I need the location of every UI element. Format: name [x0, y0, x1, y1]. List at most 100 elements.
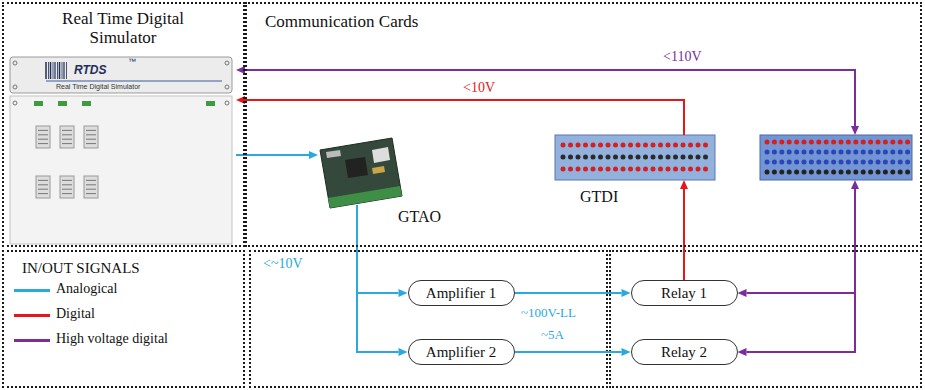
- drawing-circle: [772, 140, 777, 145]
- drawing-circle: [905, 140, 910, 145]
- drawing-circle: [876, 160, 881, 165]
- drawing-circle: [636, 167, 641, 172]
- drawing-g: [36, 126, 98, 198]
- drawing-circle: [673, 155, 678, 160]
- drawing-circle: [628, 155, 633, 160]
- drawing-line: [62, 62, 63, 79]
- signal-connector: [680, 180, 688, 280]
- drawing-circle: [772, 170, 777, 175]
- voltage-label: <~10V: [262, 256, 304, 272]
- drawing-circle: [868, 140, 873, 145]
- drawing-circle: [772, 160, 777, 165]
- drawing-circle: [883, 140, 888, 145]
- drawing-circle: [802, 170, 807, 175]
- drawing-circle: [824, 140, 829, 145]
- legend-line-swatch: [14, 314, 50, 317]
- drawing-circle: [824, 150, 829, 155]
- drawing-circle: [666, 143, 671, 148]
- drawing-line: [38, 134, 48, 135]
- drawing-circle: [816, 170, 821, 175]
- drawing-circle: [591, 143, 596, 148]
- arrow-head: [399, 348, 408, 356]
- relay-box: Relay 1: [631, 280, 738, 306]
- drawing-circle: [868, 150, 873, 155]
- drawing-line: [63, 62, 64, 79]
- signal-connector: [236, 96, 684, 135]
- drawing-rect: [58, 101, 67, 106]
- connector-line: [515, 351, 622, 353]
- drawing-rect: [84, 126, 98, 148]
- drawing-polygon: [372, 166, 385, 174]
- drawing-circle: [779, 150, 784, 155]
- connector-line: [245, 100, 684, 135]
- drawing-rect: [60, 176, 74, 198]
- card-name: GTDI: [580, 187, 618, 206]
- arrow-head: [851, 126, 859, 135]
- drawing-circle: [787, 140, 792, 145]
- drawing-circle: [831, 150, 836, 155]
- drawing-polygon: [328, 186, 402, 208]
- rtds-unit: RTDS™Real Time Digital Simulator: [4, 55, 236, 245]
- drawing-circle: [681, 143, 686, 148]
- drawing-circle: [824, 160, 829, 165]
- drawing-circle: [794, 160, 799, 165]
- legend-text: Analogical: [56, 281, 117, 297]
- drawing-circle: [673, 167, 678, 172]
- drawing-circle: [621, 167, 626, 172]
- drawing-circle: [861, 150, 866, 155]
- drawing-circle: [651, 143, 656, 148]
- drawing-circle: [898, 150, 903, 155]
- arrow-head: [680, 180, 688, 189]
- drawing-circle: [868, 160, 873, 165]
- arrow-head: [851, 180, 859, 189]
- drawing-circle: [673, 143, 678, 148]
- drawing-circle: [225, 61, 229, 65]
- connector-line: [515, 292, 622, 294]
- drawing-rect: [60, 126, 74, 148]
- drawing-circle: [876, 170, 881, 175]
- drawing-circle: [613, 167, 618, 172]
- drawing-circle: [809, 150, 814, 155]
- drawing-line: [38, 143, 48, 144]
- relay-box: Relay 2: [631, 339, 738, 365]
- drawing-rect: [206, 101, 215, 106]
- drawing-circle: [765, 150, 770, 155]
- drawing-circle: [561, 143, 566, 148]
- drawing-circle: [613, 143, 618, 148]
- voltage-label: <10V: [462, 80, 496, 96]
- signal-connector: [515, 289, 631, 297]
- drawing-line: [53, 62, 54, 79]
- drawing-circle: [696, 167, 701, 172]
- drawing-circle: [802, 160, 807, 165]
- drawing-circle: [898, 140, 903, 145]
- drawing-circle: [598, 167, 603, 172]
- drawing-circle: [696, 143, 701, 148]
- card-name: GTAO: [398, 207, 441, 226]
- drawing-line: [48, 62, 49, 79]
- amplifier-output-label: ~100V-LL: [521, 305, 576, 321]
- drawing-line: [54, 62, 55, 79]
- drawing-circle: [568, 155, 573, 160]
- drawing-rect: [84, 176, 98, 198]
- arrow-head: [622, 289, 631, 297]
- drawing-circle: [688, 155, 693, 160]
- drawing-g: [765, 140, 911, 175]
- drawing-polygon: [345, 157, 368, 178]
- drawing-line: [62, 180, 72, 181]
- drawing-line: [45, 62, 47, 79]
- drawing-circle: [802, 140, 807, 145]
- legend-line-swatch: [14, 289, 50, 292]
- brand-name: RTDS: [74, 63, 106, 77]
- drawing-circle: [591, 167, 596, 172]
- drawing-circle: [809, 140, 814, 145]
- simulator-region: Real Time Digital SimulatorRTDS™Real Tim…: [2, 2, 245, 247]
- drawing-circle: [787, 170, 792, 175]
- drawing-line: [86, 139, 96, 140]
- drawing-circle: [890, 140, 895, 145]
- drawing-circle: [839, 140, 844, 145]
- arrow-head: [738, 289, 747, 297]
- drawing-circle: [839, 160, 844, 165]
- drawing-circle: [831, 140, 836, 145]
- drawing-line: [59, 62, 61, 79]
